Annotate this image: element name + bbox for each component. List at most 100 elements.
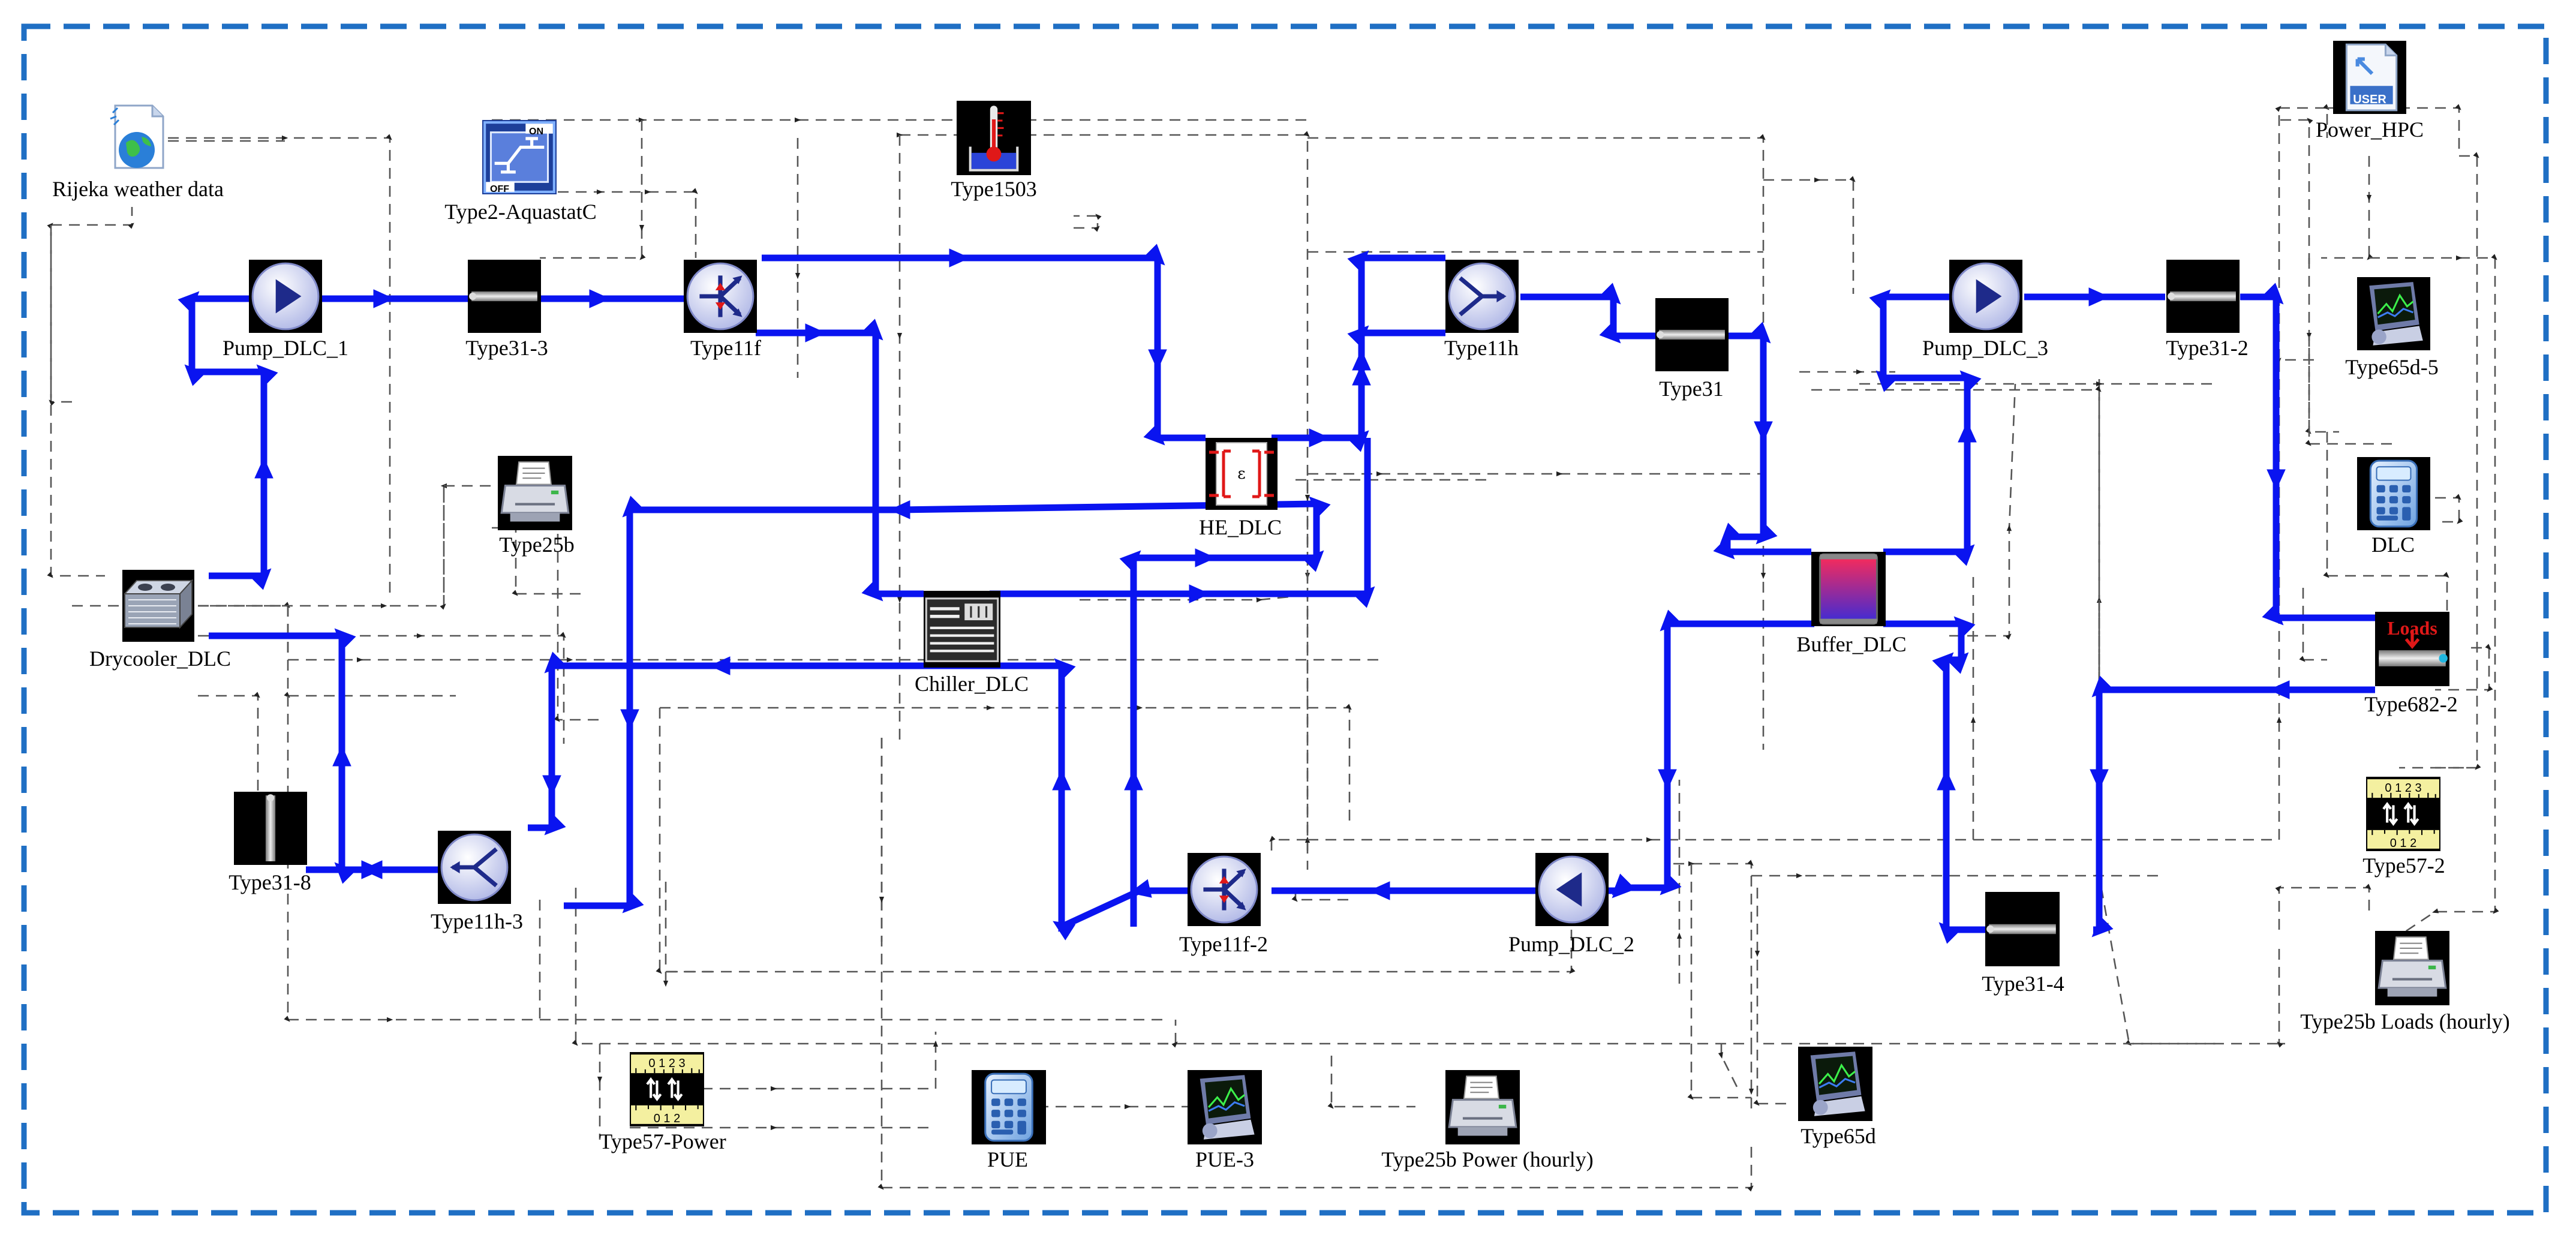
type65d-label: Type65d	[1801, 1124, 1875, 1148]
type57-power-bottom-digits: 0 1 2	[654, 1112, 680, 1125]
pipe-icon	[1985, 892, 2060, 966]
pipe-icon	[468, 260, 541, 333]
type11f-label: Type11f	[690, 336, 761, 360]
weather-data-component[interactable]: Rijeka weather data	[52, 104, 224, 201]
buffer-dlc-component[interactable]: Buffer_DLC	[1796, 552, 1907, 656]
type31-label: Type31	[1659, 377, 1723, 401]
type57-power-component[interactable]: 0 1 2 3 0 1 2 Type57-Power	[599, 1052, 726, 1153]
pipe-icon	[1655, 298, 1729, 371]
drycooler-dlc-label: Drycooler_DLC	[89, 647, 231, 671]
type25b-power-component[interactable]: Type25b Power (hourly)	[1381, 1070, 1594, 1171]
type57-power-top-digits: 0 1 2 3	[648, 1057, 685, 1070]
dlc-label: DLC	[2371, 533, 2415, 557]
pump-dlc-1-label: Pump_DLC_1	[223, 336, 348, 360]
type65d-component[interactable]: Type65d	[1798, 1047, 1876, 1148]
on-off-controller-icon	[482, 120, 557, 194]
calculator-icon	[2357, 457, 2430, 530]
type682-2-badge: Loads	[2387, 617, 2437, 639]
thermostat-icon	[957, 101, 1031, 175]
pump-icon	[249, 260, 322, 333]
pipe-icon	[2166, 260, 2240, 333]
pue-component[interactable]: PUE	[972, 1070, 1046, 1171]
type25b-loads-component[interactable]: Type25b Loads (hourly)	[2300, 931, 2510, 1033]
printer-icon	[2375, 931, 2449, 1005]
pue-3-component[interactable]: PUE-3	[1188, 1070, 1262, 1171]
type31-3-label: Type31-3	[465, 336, 548, 360]
power-hpc-component[interactable]: USER Power_HPC	[2316, 41, 2424, 142]
type25b-power-label: Type25b Power (hourly)	[1381, 1147, 1593, 1171]
type25b-label: Type25b	[499, 533, 574, 557]
fluid-connections	[178, 244, 2375, 944]
storage-tank-icon	[1811, 552, 1886, 626]
he-dlc-label: HE_DLC	[1199, 515, 1282, 539]
he-dlc-badge: ε	[1237, 465, 1245, 483]
type31-8-component[interactable]: Type31-8	[229, 792, 311, 894]
type65d-5-component[interactable]: Type65d-5	[2345, 277, 2439, 379]
weather-data-globe-icon	[109, 104, 164, 169]
mixer-icon	[1445, 260, 1519, 333]
type57-2-label: Type57-2	[2362, 854, 2445, 878]
type25b-component[interactable]: Type25b	[498, 456, 575, 557]
type11f-component[interactable]: Type11f	[684, 260, 761, 360]
type31-3-component[interactable]: Type31-3	[465, 260, 548, 360]
aquastat-label: Type2-AquastatC	[444, 200, 596, 224]
type57-2-bottom-digits: 0 1 2	[2390, 837, 2416, 850]
type1503-label: Type1503	[951, 177, 1036, 201]
online-plotter-icon	[1798, 1047, 1872, 1121]
type11h-3-component[interactable]: Type11h-3	[431, 831, 523, 933]
type31-2-component[interactable]: Type31-2	[2166, 260, 2249, 360]
type31-4-component[interactable]: Type31-4	[1982, 892, 2064, 996]
pue-label: PUE	[987, 1147, 1028, 1171]
type11h-label: Type11h	[1444, 336, 1519, 360]
type11f-2-component[interactable]: Type11f-2	[1179, 853, 1268, 956]
pump-dlc-1-component[interactable]: Pump_DLC_1	[223, 260, 348, 360]
type11f-2-label: Type11f-2	[1179, 932, 1268, 956]
online-plotter-icon	[2357, 277, 2430, 350]
diverter-icon	[684, 260, 757, 333]
he-dlc-component[interactable]: ε HE_DLC	[1199, 438, 1282, 539]
aquastat-component[interactable]: ON OFF Type2-AquastatC	[444, 120, 597, 224]
power-hpc-label: Power_HPC	[2316, 118, 2424, 142]
drycooler-dlc-component[interactable]: Drycooler_DLC	[89, 570, 231, 671]
chiller-dlc-label: Chiller_DLC	[915, 672, 1029, 696]
type57-2-component[interactable]: 0 1 2 3 0 1 2 Type57-2	[2362, 777, 2445, 878]
aquastat-off-badge: OFF	[490, 184, 509, 194]
type1503-component[interactable]: Type1503	[951, 101, 1037, 201]
pump-icon	[1535, 853, 1609, 926]
online-plotter-icon	[1188, 1070, 1262, 1144]
dlc-component[interactable]: DLC	[2357, 457, 2430, 557]
pump-dlc-2-component[interactable]: Pump_DLC_2	[1508, 853, 1634, 956]
type682-2-label: Type682-2	[2364, 692, 2457, 716]
chiller-icon	[924, 591, 1000, 668]
pump-icon	[1949, 260, 2022, 333]
type11h-component[interactable]: Type11h	[1444, 260, 1519, 360]
weather-data-label: Rijeka weather data	[52, 177, 224, 201]
pump-dlc-3-component[interactable]: Pump_DLC_3	[1922, 260, 2048, 360]
drycooler-icon	[121, 570, 196, 642]
printer-icon	[498, 456, 572, 530]
buffer-dlc-label: Buffer_DLC	[1796, 632, 1906, 656]
aquastat-on-badge: ON	[529, 127, 543, 137]
type57-power-label: Type57-Power	[599, 1129, 726, 1153]
diverter-icon	[1188, 853, 1261, 926]
pump-dlc-3-label: Pump_DLC_3	[1922, 336, 2048, 360]
type682-2-component[interactable]: Loads Type682-2	[2364, 612, 2458, 716]
printer-icon	[1445, 1070, 1520, 1144]
type25b-loads-label: Type25b Loads (hourly)	[2300, 1009, 2509, 1033]
type65d-5-label: Type65d-5	[2345, 355, 2438, 379]
pue-3-label: PUE-3	[1195, 1147, 1254, 1171]
pipe-icon	[234, 792, 307, 865]
power-hpc-badge: USER	[2353, 93, 2386, 106]
chiller-dlc-component[interactable]: Chiller_DLC	[915, 591, 1029, 696]
control-connections	[47, 104, 2499, 1192]
pump-dlc-2-label: Pump_DLC_2	[1508, 932, 1634, 956]
type31-component[interactable]: Type31	[1655, 298, 1729, 401]
type31-2-label: Type31-2	[2166, 336, 2248, 360]
mixer-icon	[438, 831, 511, 904]
type31-8-label: Type31-8	[229, 870, 311, 894]
type31-4-label: Type31-4	[1982, 972, 2064, 996]
type57-2-top-digits: 0 1 2 3	[2385, 782, 2421, 795]
diagram-frame	[21, 23, 2549, 1216]
type11h-3-label: Type11h-3	[431, 909, 523, 933]
calculator-icon	[972, 1070, 1046, 1144]
